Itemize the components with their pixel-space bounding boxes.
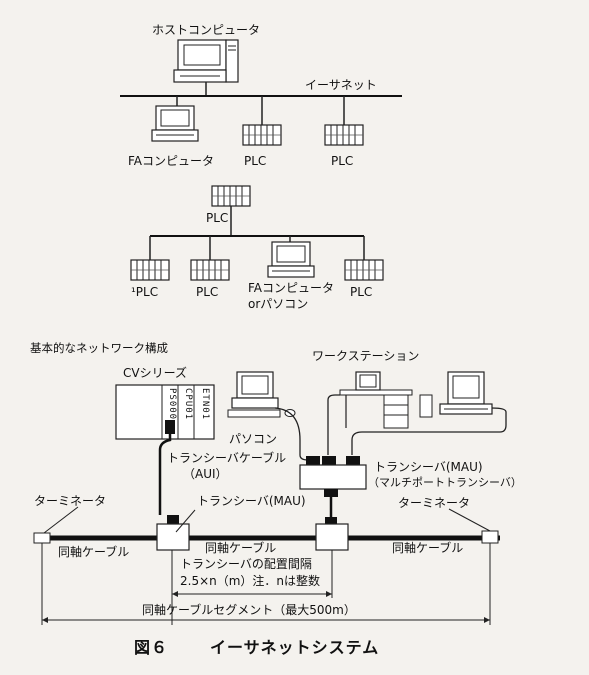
plc-b4-label: PLC	[350, 285, 373, 299]
module-label-2: PS000	[167, 388, 177, 420]
workstation-icon	[339, 371, 493, 429]
aui-cable-left	[158, 434, 172, 515]
plc-b1-icon	[130, 259, 170, 281]
plc-b2-icon	[190, 259, 230, 281]
fa-or-pc-label-2: orパソコン	[248, 297, 309, 311]
host-computer-label: ホストコンピュータ	[152, 23, 261, 37]
plc-a-icon	[242, 124, 282, 146]
spacing-label-1: トランシーバの配置間隔	[180, 557, 312, 571]
coax-right-label: 同軸ケーブル	[392, 541, 464, 555]
transceiver-mau-label: トランシーバ(MAU)	[197, 494, 306, 508]
cv-series-label: CVシリーズ	[123, 366, 187, 380]
mau-multiport-label-1: トランシーバ(MAU)	[374, 460, 483, 474]
plc-sub-icon	[211, 185, 251, 207]
pasokon-label: パソコン	[229, 432, 278, 446]
plc-b-label: PLC	[331, 154, 354, 168]
plc-sub-label: PLC	[206, 211, 229, 225]
cv-series-unit-icon	[115, 384, 215, 440]
terminator-left-icon	[33, 532, 51, 544]
segment-label: 同軸ケーブルセグメント（最大500m）	[142, 603, 356, 617]
workstation-label: ワークステーション	[312, 349, 420, 363]
figure-number: 図６	[134, 638, 169, 657]
spacing-label-2: 2.5×n（m）注．nは整数	[180, 574, 321, 588]
plc-b4-icon	[344, 259, 384, 281]
terminator-right-icon	[481, 530, 499, 544]
fa-computer-icon	[151, 105, 199, 142]
multiport-transceiver-icon	[299, 456, 367, 497]
plc-b-icon	[324, 124, 364, 146]
figure-title: イーサネットシステム	[210, 638, 380, 657]
terminator-left-label: ターミネータ	[34, 494, 107, 508]
plc-a-label: PLC	[244, 154, 267, 168]
fa-or-pc-label-1: FAコンピュータ	[248, 281, 335, 295]
module-label-1: CPU01	[183, 388, 193, 420]
transceiver-mau-icon	[156, 523, 190, 551]
section-title: 基本的なネットワーク構成	[30, 341, 168, 355]
plc-b2-label: PLC	[196, 285, 219, 299]
terminator-right-label: ターミネータ	[398, 496, 471, 510]
aui-label: （AUI）	[183, 467, 228, 481]
host-computer-icon	[173, 39, 239, 83]
coax-left-label: 同軸ケーブル	[58, 545, 130, 559]
fa-computer-label: FAコンピュータ	[128, 154, 215, 168]
pasokon-icon	[227, 371, 296, 418]
transceiver-mau-2-icon	[315, 523, 349, 551]
plc-b1-label: ¹PLC	[131, 285, 159, 299]
ethernet-label: イーサネット	[305, 78, 377, 92]
aui-cable-label: トランシーバケーブル	[167, 451, 287, 465]
module-label-3: ETN01	[200, 388, 210, 420]
coax-mid-label: 同軸ケーブル	[205, 541, 277, 555]
fa-or-pc-icon	[267, 241, 315, 278]
mau-multiport-label-2: （マルチポートトランシーバ）	[368, 476, 522, 489]
